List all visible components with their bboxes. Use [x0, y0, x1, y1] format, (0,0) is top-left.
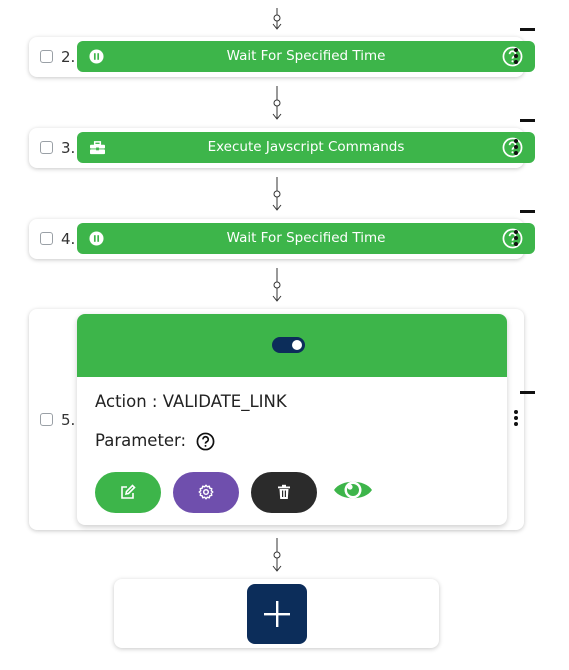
- collapse-icon[interactable]: [520, 391, 535, 394]
- step-number: 2.: [61, 48, 76, 66]
- step-number: 3.: [61, 139, 76, 157]
- flow-connector: [270, 86, 284, 120]
- step-title-bar[interactable]: Wait For Specified Time: [77, 41, 535, 72]
- eye-icon[interactable]: [333, 476, 373, 504]
- gear-icon: [198, 484, 214, 500]
- step-checkbox[interactable]: [40, 232, 53, 245]
- pause-circle-icon: [89, 49, 104, 64]
- add-step-card: [114, 579, 439, 648]
- flow-connector: [270, 8, 284, 30]
- help-icon[interactable]: [502, 228, 523, 249]
- trash-icon: [278, 484, 290, 499]
- flow-connector: [270, 268, 284, 302]
- help-icon[interactable]: [502, 137, 523, 158]
- step-title-bar[interactable]: Execute Javscript Commands: [77, 132, 535, 163]
- step-enabled-toggle[interactable]: [272, 337, 305, 353]
- collapse-icon[interactable]: [520, 28, 535, 31]
- more-options-icon[interactable]: [513, 230, 519, 248]
- pause-circle-icon: [89, 231, 104, 246]
- step-title: Execute Javscript Commands: [207, 139, 405, 155]
- flow-connector: [270, 538, 284, 572]
- toolbox-icon: [90, 141, 105, 155]
- toggle-knob: [292, 340, 302, 350]
- edit-button[interactable]: [95, 472, 161, 513]
- more-options-icon[interactable]: [513, 48, 519, 66]
- step-number: 4.: [61, 230, 76, 248]
- more-options-icon[interactable]: [513, 139, 519, 157]
- collapse-icon[interactable]: [520, 119, 535, 122]
- step-detail-header: [77, 314, 507, 377]
- edit-icon: [121, 484, 136, 499]
- parameter-label: Parameter:: [95, 431, 187, 450]
- help-icon[interactable]: [196, 432, 215, 451]
- plus-icon: [264, 601, 290, 627]
- step-title: Wait For Specified Time: [226, 230, 386, 246]
- step-checkbox[interactable]: [40, 413, 53, 426]
- help-icon[interactable]: [502, 46, 523, 67]
- step-card-2: 2. Wait For Specified Time: [29, 37, 535, 77]
- step-checkbox[interactable]: [40, 141, 53, 154]
- step-card-3: 3. Execute Javscript Commands: [29, 128, 535, 168]
- flow-connector: [270, 177, 284, 211]
- step-card-4: 4. Wait For Specified Time: [29, 219, 535, 259]
- more-options-icon[interactable]: [513, 410, 519, 428]
- delete-button[interactable]: [251, 472, 317, 513]
- step-checkbox[interactable]: [40, 50, 53, 63]
- step-detail-panel: Action : VALIDATE_LINK Parameter:: [77, 314, 507, 525]
- settings-button[interactable]: [173, 472, 239, 513]
- step-number: 5.: [61, 411, 76, 429]
- step-title-bar[interactable]: Wait For Specified Time: [77, 223, 535, 254]
- add-step-button[interactable]: [247, 584, 307, 644]
- step-title: Wait For Specified Time: [226, 48, 386, 64]
- collapse-icon[interactable]: [520, 210, 535, 213]
- action-text: Action : VALIDATE_LINK: [95, 392, 287, 411]
